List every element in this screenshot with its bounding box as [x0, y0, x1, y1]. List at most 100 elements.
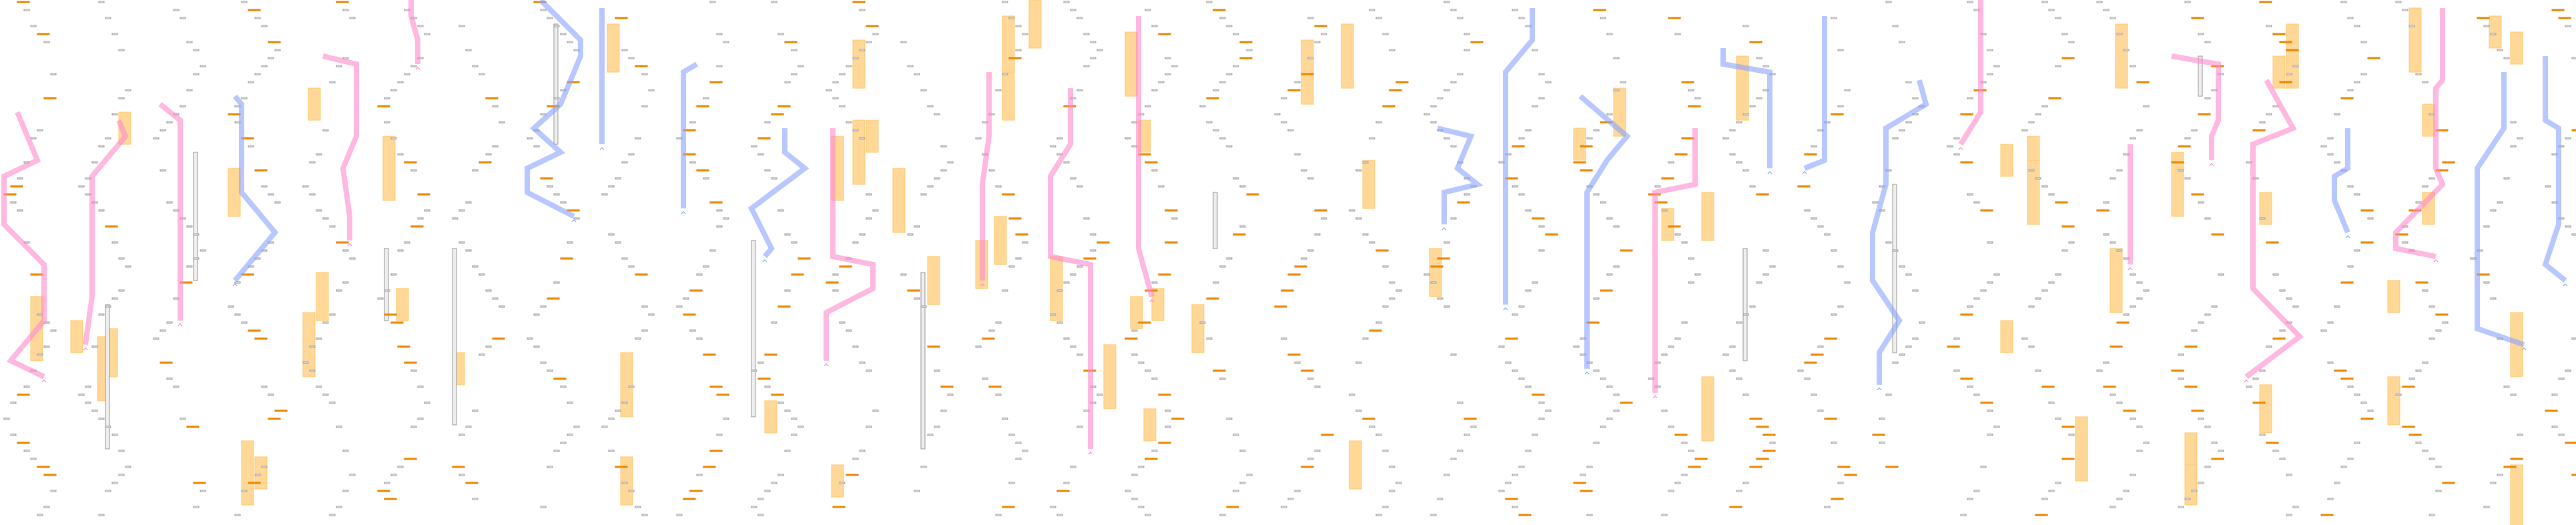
marker	[2395, 393, 2402, 396]
highlight-bar	[716, 393, 729, 396]
marker	[390, 89, 397, 92]
marker	[2490, 297, 2497, 300]
marker	[410, 369, 417, 372]
marker	[553, 25, 560, 27]
marker	[2408, 25, 2415, 27]
marker	[1538, 73, 1545, 75]
marker	[2429, 305, 2435, 308]
marker	[621, 161, 628, 164]
marker	[716, 433, 723, 436]
marker	[560, 201, 567, 204]
marker	[1729, 345, 1736, 348]
block	[2422, 104, 2435, 137]
marker	[2435, 466, 2442, 468]
marker	[465, 49, 472, 51]
highlight-bar	[940, 385, 954, 388]
marker	[2198, 482, 2204, 484]
marker	[2178, 169, 2184, 172]
marker	[621, 257, 628, 260]
marker	[248, 145, 254, 148]
marker	[2123, 490, 2130, 492]
highlight-bar	[2435, 313, 2449, 316]
marker	[2259, 433, 2266, 436]
highlight-bar	[2048, 97, 2061, 100]
highlight-bar	[2096, 209, 2110, 212]
highlight-bar	[1749, 417, 1762, 420]
marker	[342, 9, 349, 11]
marker	[2334, 113, 2340, 116]
marker	[1063, 281, 1070, 284]
marker	[30, 25, 37, 27]
marker	[2028, 121, 2035, 124]
highlight-bar	[635, 65, 648, 67]
marker	[1742, 313, 1749, 316]
alignment-path	[1136, 16, 1155, 298]
marker	[1362, 161, 1369, 164]
alignment-path	[1652, 128, 1698, 393]
marker	[1138, 361, 1145, 364]
marker	[1151, 377, 1158, 380]
marker	[1892, 249, 1899, 252]
marker	[410, 169, 417, 172]
highlight-bar	[1294, 265, 1307, 268]
marker	[1375, 514, 1382, 516]
marker	[1831, 442, 1837, 444]
marker	[274, 49, 281, 51]
marker	[2435, 490, 2442, 492]
marker	[2292, 506, 2299, 508]
marker	[1613, 225, 1620, 228]
block	[1028, 0, 1042, 49]
marker	[927, 185, 934, 188]
marker	[2503, 385, 2510, 388]
marker	[1532, 281, 1538, 284]
marker	[2266, 345, 2272, 348]
marker	[1349, 209, 1355, 212]
highlight-bar	[1281, 289, 1294, 292]
marker	[1993, 65, 2000, 67]
gray-band	[384, 248, 389, 321]
marker	[1593, 129, 1600, 132]
marker	[1987, 409, 1993, 412]
marker	[1450, 145, 1457, 148]
marker	[1450, 9, 1457, 11]
marker	[98, 514, 105, 516]
marker	[635, 506, 641, 508]
highlight-bar	[1382, 105, 1395, 108]
marker	[465, 201, 472, 204]
marker	[2103, 233, 2110, 236]
marker	[1443, 137, 1450, 140]
marker	[397, 249, 404, 252]
marker	[2565, 369, 2571, 372]
caret-up-icon	[1441, 227, 1447, 230]
marker	[1654, 185, 1661, 188]
highlight-bar	[1804, 361, 1817, 364]
marker	[1899, 353, 1905, 356]
highlight-bar	[1831, 498, 1844, 500]
marker	[2571, 57, 2576, 59]
highlight-bar	[1389, 89, 1402, 92]
marker	[1239, 482, 1246, 484]
marker	[1899, 265, 1905, 268]
highlight-bar	[1804, 153, 1817, 156]
marker	[1987, 73, 1993, 75]
marker	[2272, 273, 2279, 276]
marker	[2021, 337, 2028, 340]
marker	[2279, 329, 2286, 332]
highlight-bar	[1395, 81, 1409, 83]
marker	[50, 73, 57, 75]
highlight-bar	[159, 361, 173, 364]
marker	[1145, 105, 1151, 108]
marker	[377, 297, 384, 300]
marker	[2136, 281, 2143, 284]
marker	[2035, 113, 2041, 116]
marker	[1294, 81, 1301, 83]
marker	[1165, 409, 1171, 412]
marker	[1967, 385, 1973, 388]
marker	[159, 329, 166, 332]
marker	[105, 490, 111, 492]
marker	[234, 313, 241, 316]
marker	[2110, 241, 2116, 244]
marker	[914, 73, 920, 75]
marker	[1736, 490, 1742, 492]
marker	[527, 337, 533, 340]
